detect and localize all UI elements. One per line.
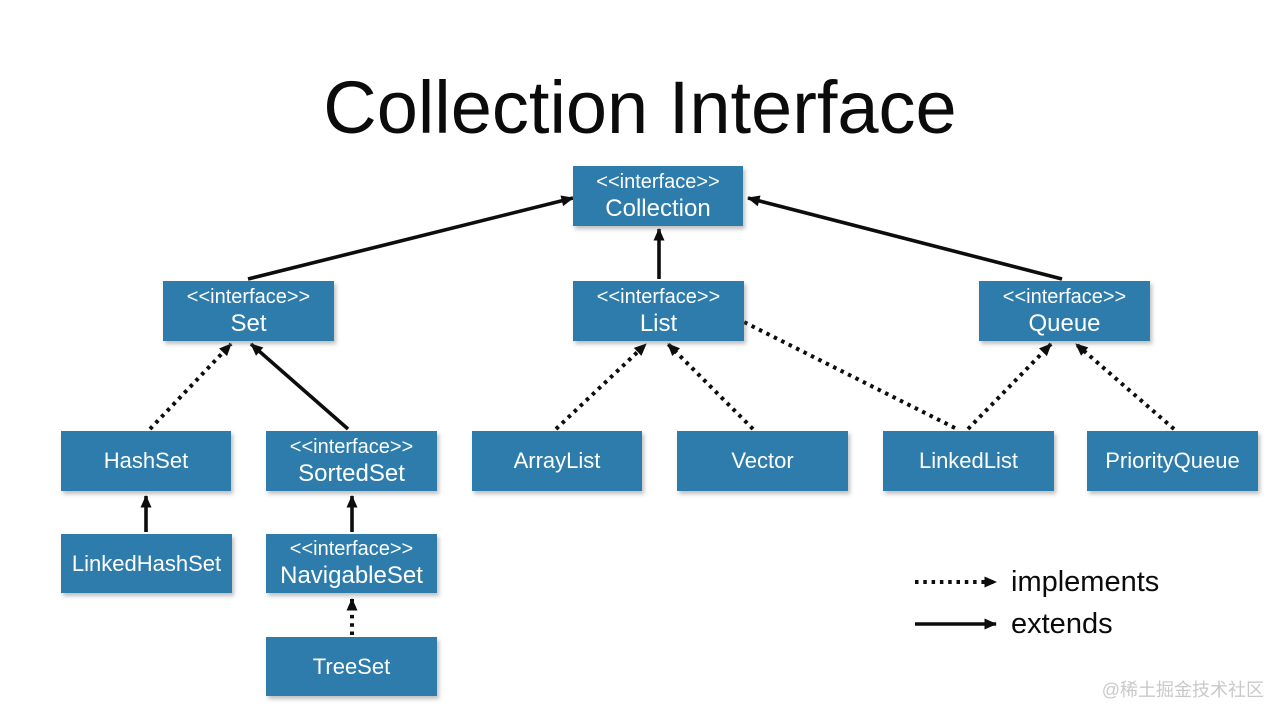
- node-list-stereotype: <<interface>>: [596, 285, 721, 308]
- node-set-stereotype: <<interface>>: [186, 285, 311, 308]
- node-set: <<interface>>Set: [163, 281, 334, 341]
- node-linkedhashset: LinkedHashSet: [61, 534, 232, 593]
- node-navigableset-label: NavigableSet: [280, 562, 423, 589]
- node-list: <<interface>>List: [573, 281, 744, 341]
- node-treeset-label: TreeSet: [312, 653, 391, 679]
- legend-label-implements: implements: [1011, 566, 1160, 598]
- edge-hashset-implements-set: [148, 342, 233, 431]
- node-list-label: List: [639, 309, 678, 337]
- node-hashset: HashSet: [61, 431, 231, 491]
- legend-label-extends: extends: [1011, 608, 1113, 640]
- node-set-label: Set: [230, 309, 267, 337]
- node-collection: <<interface>>Collection: [573, 166, 743, 226]
- watermark-text: @稀土掘金技术社区: [1101, 680, 1264, 700]
- diagram-title: Collection Interface: [323, 66, 957, 149]
- node-arraylist-label: ArrayList: [513, 448, 601, 473]
- node-priorityqueue: PriorityQueue: [1087, 431, 1258, 491]
- node-queue-label: Queue: [1028, 309, 1101, 337]
- node-navigableset-stereotype: <<interface>>: [289, 538, 414, 560]
- node-treeset: TreeSet: [266, 637, 437, 696]
- node-hashset-label: HashSet: [103, 448, 189, 473]
- node-navigableset: <<interface>>NavigableSet: [266, 534, 437, 593]
- node-queue-stereotype: <<interface>>: [1002, 285, 1127, 308]
- edge-priorityqueue-implements-queue: [1074, 342, 1176, 431]
- edge-linkedlist-implements-queue: [966, 342, 1053, 431]
- edge-queue-extends-collection: [747, 195, 1063, 281]
- edge-sortedset-extends-set: [249, 342, 350, 431]
- node-vector: Vector: [677, 431, 848, 491]
- edge-set-extends-collection: [247, 195, 574, 281]
- node-sortedset-stereotype: <<interface>>: [289, 435, 414, 458]
- node-priorityqueue-label: PriorityQueue: [1105, 448, 1240, 473]
- node-linkedhashset-label: LinkedHashSet: [71, 550, 222, 576]
- node-collection-label: Collection: [605, 194, 711, 222]
- node-sortedset-label: SortedSet: [298, 459, 405, 487]
- edge-vector-implements-list: [666, 342, 755, 431]
- node-queue: <<interface>>Queue: [979, 281, 1150, 341]
- node-vector-label: Vector: [731, 448, 794, 473]
- node-linkedlist-label: LinkedList: [918, 448, 1019, 473]
- node-linkedlist: LinkedList: [883, 431, 1054, 491]
- edge-arraylist-implements-list: [554, 342, 648, 431]
- node-collection-stereotype: <<interface>>: [596, 170, 720, 193]
- node-arraylist: ArrayList: [472, 431, 642, 491]
- node-sortedset: <<interface>>SortedSet: [266, 431, 437, 491]
- edge-linkedlist-implements-list: [725, 311, 956, 430]
